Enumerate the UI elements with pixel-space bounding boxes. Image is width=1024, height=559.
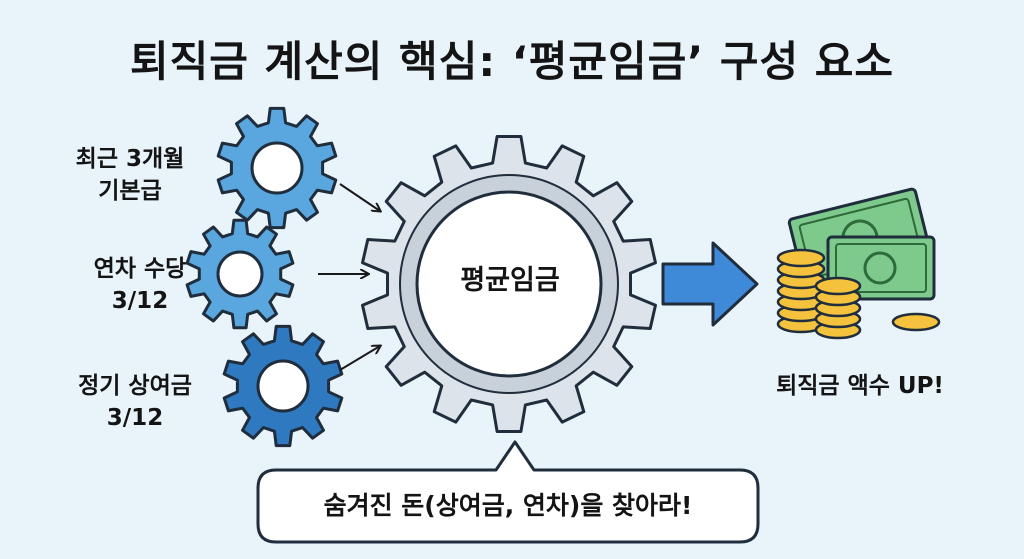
input-label-base-pay: 최근 3개월 기본급 (25, 143, 235, 207)
callout-bubble (256, 440, 760, 544)
money-icon (776, 187, 941, 340)
gear-hub (415, 190, 603, 378)
input-label-line: 최근 3개월 (75, 146, 185, 172)
input-label-line: 3/12 (111, 288, 169, 314)
center-label: 평균임금 (460, 265, 560, 296)
input-arrow (339, 183, 380, 211)
arrow-right-icon (661, 241, 759, 327)
coin (891, 312, 941, 332)
gear-hub (250, 141, 304, 195)
result-label: 퇴직금 액수 UP! (776, 373, 944, 399)
input-label-annual-leave: 연차 수당 3/12 (35, 253, 245, 317)
callout-text: 숨겨진 돈(상여금, 연차)을 찾아라! (323, 491, 693, 520)
input-label-bonus: 정기 상여금 3/12 (30, 370, 240, 434)
gear-hub (216, 250, 264, 298)
gear-hub (256, 359, 310, 413)
coin (776, 248, 826, 268)
coin (814, 276, 862, 296)
input-label-line: 연차 수당 (93, 256, 187, 282)
input-arrow (339, 346, 380, 371)
input-label-line: 기본급 (98, 178, 162, 204)
page-title: 퇴직금 계산의 핵심: ‘평균임금’ 구성 요소 (129, 37, 895, 86)
input-label-line: 3/12 (106, 405, 164, 431)
input-label-line: 정기 상여금 (78, 373, 192, 399)
